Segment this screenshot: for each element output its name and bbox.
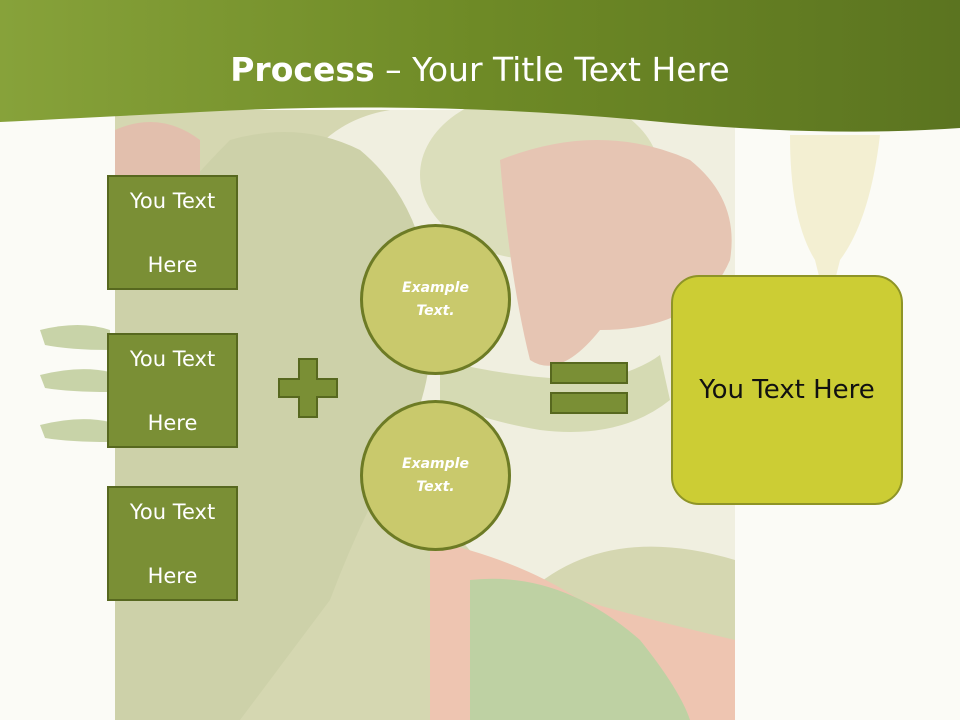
box-line-1: You Text xyxy=(129,188,216,213)
header-band xyxy=(0,0,960,132)
box-line-1: You Text xyxy=(129,499,216,524)
circle-line-2: Text. xyxy=(416,478,455,495)
plus-icon xyxy=(278,358,338,418)
circle-line-1: Example xyxy=(402,279,469,296)
slide-title: Process – Your Title Text Here xyxy=(0,50,960,89)
title-bold: Process xyxy=(230,50,375,89)
box-line-1: You Text xyxy=(129,346,216,371)
result-label: You Text Here xyxy=(699,375,875,405)
equals-icon xyxy=(550,362,628,414)
box-line-2: Here xyxy=(147,563,198,588)
box-line-2: Here xyxy=(147,252,198,277)
box-line-2: Here xyxy=(147,410,198,435)
circle-line-1: Example xyxy=(402,455,469,472)
circle-line-2: Text. xyxy=(416,302,455,319)
title-rest: – Your Title Text Here xyxy=(374,50,730,89)
result-box: You Text Here xyxy=(671,275,903,505)
